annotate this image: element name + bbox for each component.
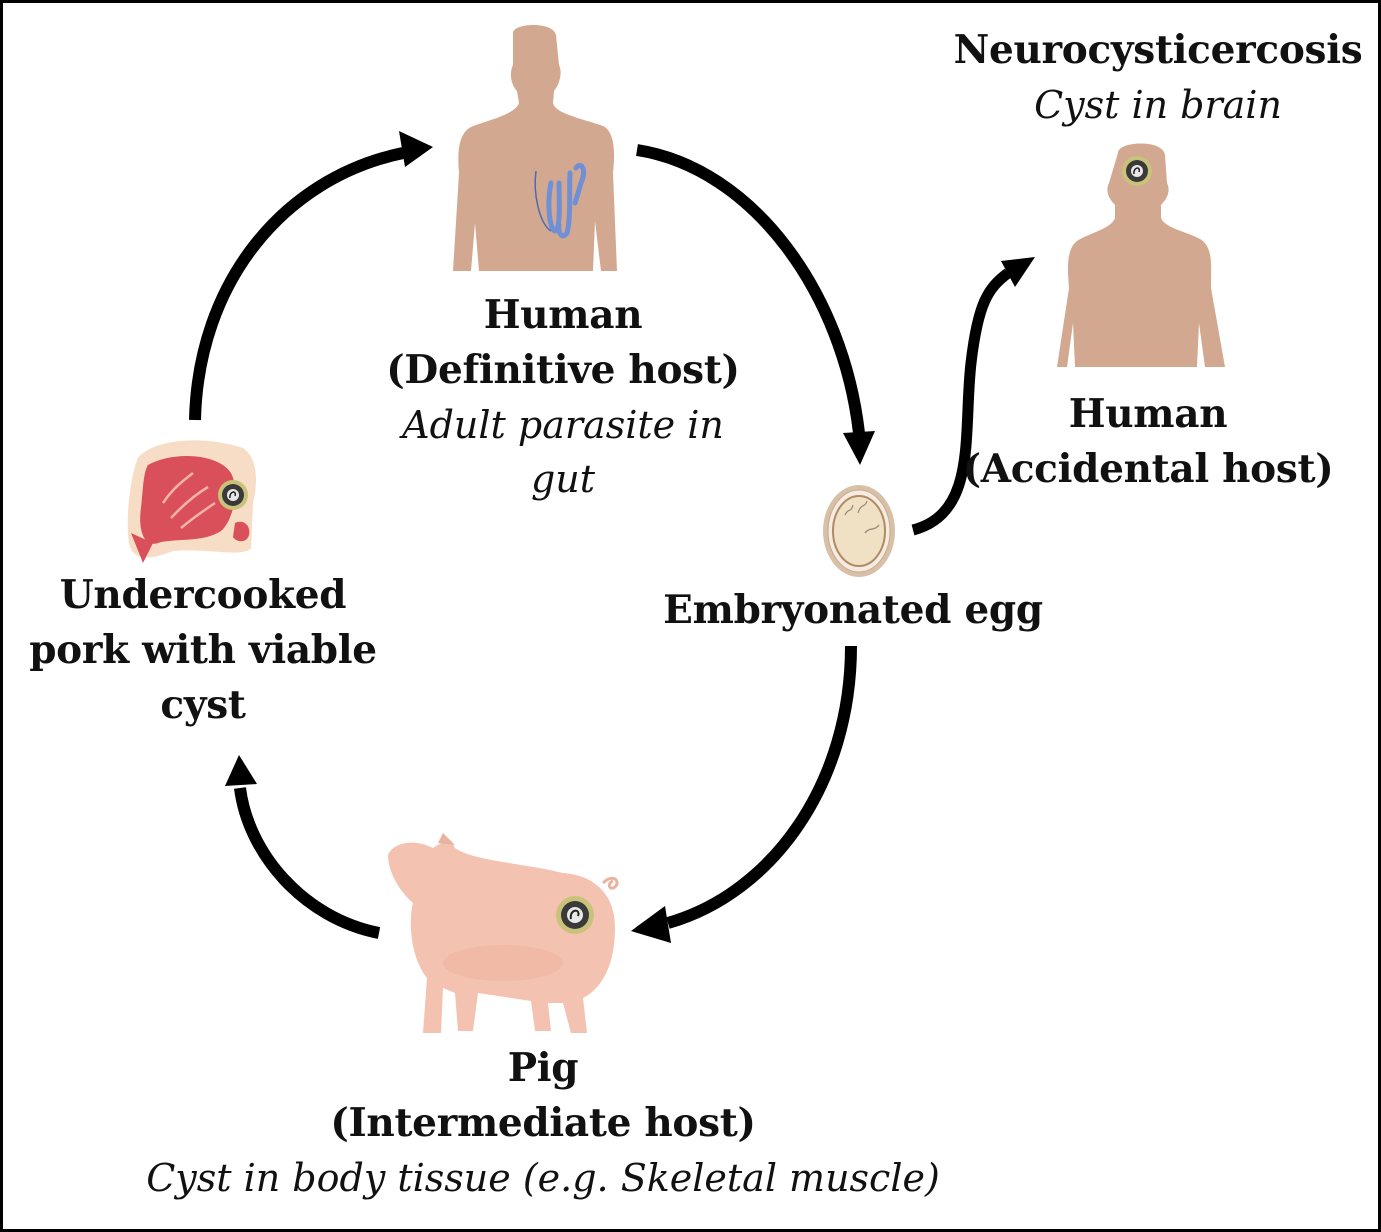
- pork-label: Undercooked pork with viable cyst: [13, 576, 393, 725]
- neurocysticercosis-note: Cyst in brain: [1034, 83, 1282, 127]
- intermediate-host-title: Pig: [507, 1045, 579, 1091]
- definitive-host-title: Human: [483, 292, 643, 338]
- egg-label: Embryonated egg: [643, 591, 1063, 630]
- arrow-pork-to-definitive-host: [189, 131, 433, 421]
- accidental-host-label: Human (Accidental host): [953, 395, 1343, 489]
- pork-line1: Undercooked: [59, 572, 347, 618]
- arrow-egg-to-accidental-host: [911, 257, 1035, 536]
- accidental-host-title: Human: [1068, 391, 1228, 437]
- arrows-layer: [189, 131, 1035, 943]
- arrow-intermediate-host-to-pork: [225, 755, 381, 939]
- definitive-host-subtitle: (Definitive host): [386, 347, 740, 393]
- definitive-host-label: Human (Definitive host) Adult parasite i…: [373, 292, 753, 501]
- pork-line3: cyst: [160, 682, 246, 728]
- arrow-definitive-host-to-egg: [636, 144, 875, 465]
- arrow-egg-to-intermediate-host: [631, 645, 857, 943]
- definitive-host-note-line2: gut: [530, 457, 596, 501]
- intermediate-host-subtitle: (Intermediate host): [330, 1100, 756, 1146]
- neurocysticercosis-heading: Neurocysticercosis: [953, 27, 1363, 73]
- egg-title: Embryonated egg: [663, 587, 1043, 633]
- definitive-host-note-line1: Adult parasite in: [402, 403, 724, 447]
- intermediate-host-note: Cyst in body tissue (e.g. Skeletal muscl…: [146, 1156, 940, 1200]
- intermediate-host-label: Pig (Intermediate host) Cyst in body tis…: [143, 1045, 943, 1200]
- accidental-host-subtitle: (Accidental host): [962, 446, 1334, 492]
- neurocysticercosis-label: Neurocysticercosis Cyst in brain: [943, 27, 1373, 127]
- pork-line2: pork with viable: [29, 627, 377, 673]
